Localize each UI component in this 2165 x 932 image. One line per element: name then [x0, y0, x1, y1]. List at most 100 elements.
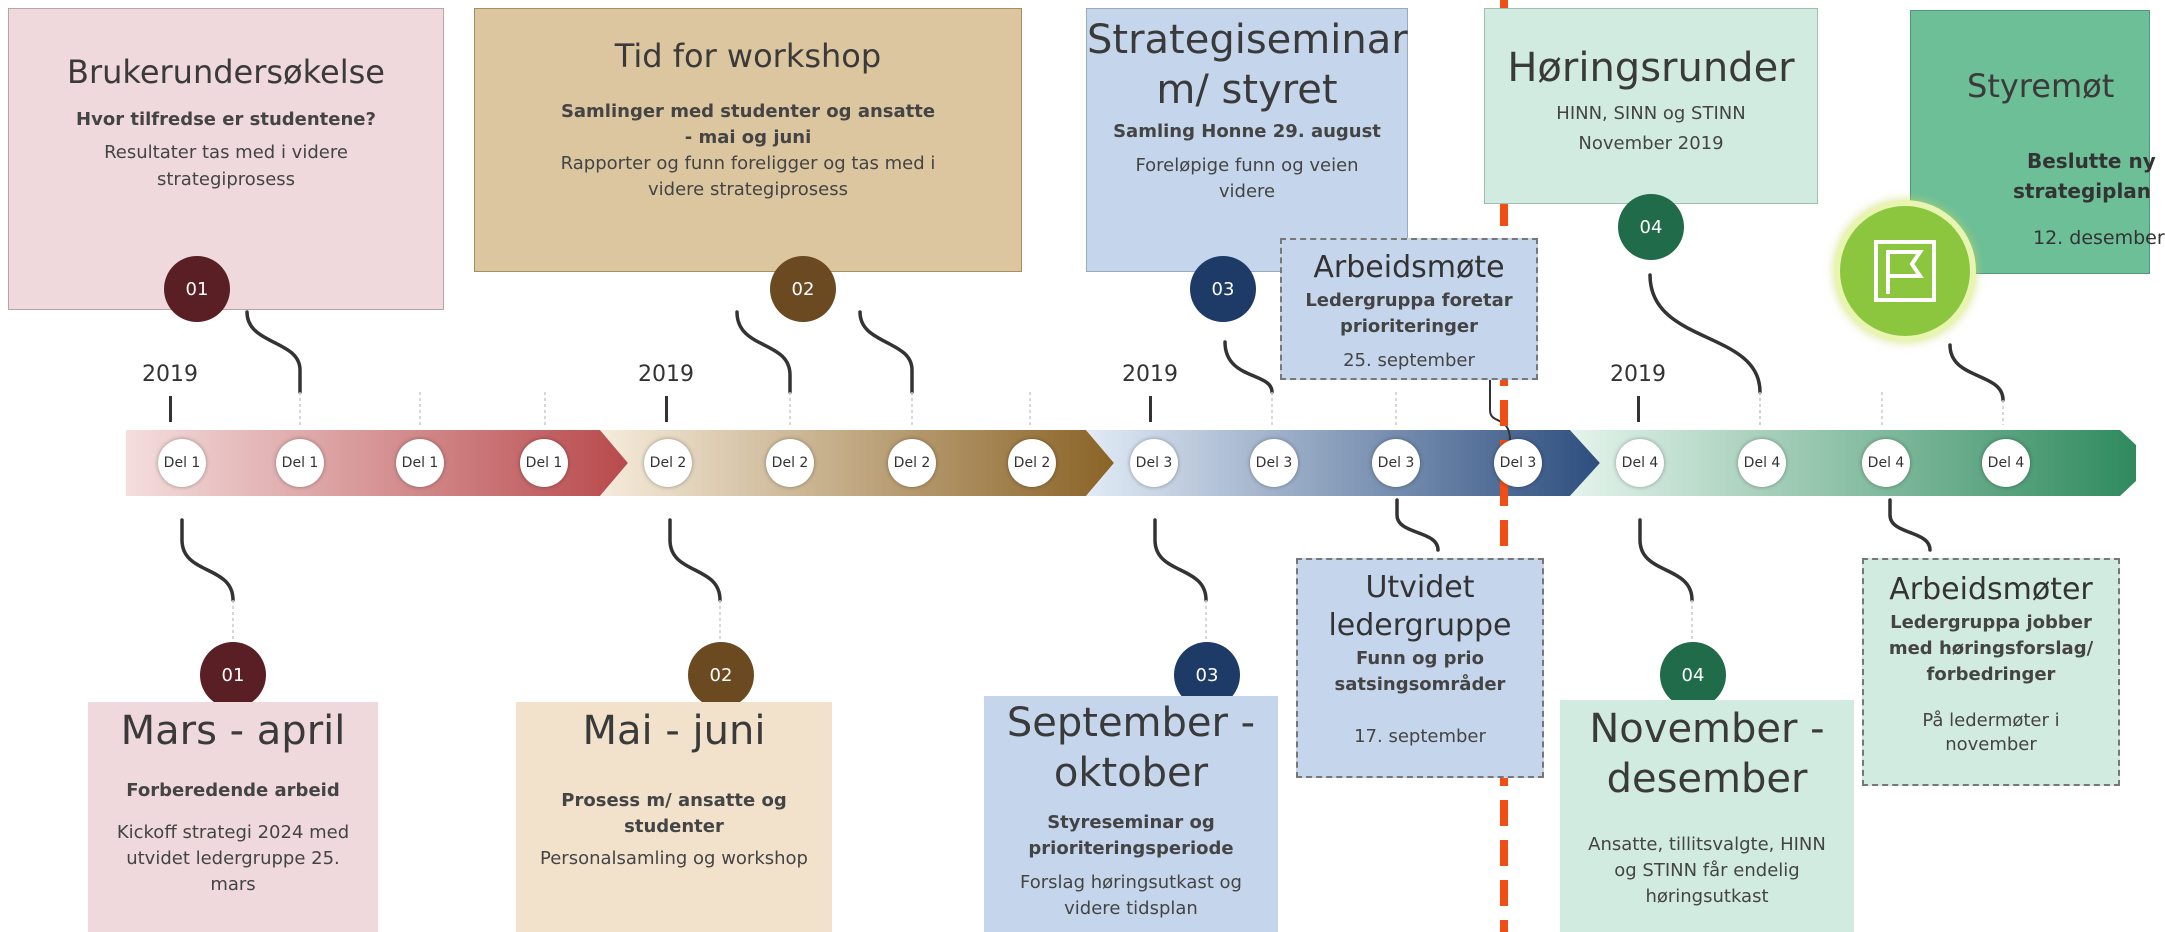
year-label: 2019	[142, 362, 198, 387]
box-arbeidsmoter: Arbeidsmøter Ledergruppa jobber med høri…	[1862, 558, 2120, 786]
phase-marker-04-bottom: 04	[1660, 642, 1726, 708]
year-tick	[665, 396, 668, 422]
timeline-pin: Del 2	[1008, 439, 1056, 487]
box-text: videre tidsplan	[1064, 898, 1198, 919]
box-bold: Beslutte ny	[2027, 149, 2156, 173]
box-text: November 2019	[1578, 133, 1724, 154]
phase-marker-02-top: 02	[770, 256, 836, 322]
box-horingsrunder: Høringsrunder HINN, SINN og STINN Novemb…	[1484, 8, 1818, 204]
box-title: oktober	[1053, 750, 1209, 796]
box-text: strategiprosess	[156, 169, 296, 190]
flag-icon	[1874, 240, 1936, 302]
box-bold: forbedringer	[1926, 664, 2056, 685]
box-text: videre	[1218, 181, 1276, 202]
box-text: videre strategiprosess	[647, 179, 849, 200]
box-title: November -	[1589, 706, 1825, 752]
timeline-pin: Del 3	[1372, 439, 1420, 487]
timeline-pin: Del 2	[766, 439, 814, 487]
box-november-desember: November - desember Ansatte, tillitsvalg…	[1560, 700, 1854, 932]
box-mars-april: Mars - april Forberedende arbeid Kickoff…	[88, 702, 378, 932]
year-label: 2019	[638, 362, 694, 387]
year-label: 2019	[1122, 362, 1178, 387]
phase-marker-01-bottom: 01	[200, 642, 266, 708]
box-bold: Samlinger med studenter og ansatte	[560, 101, 936, 122]
box-title: ledergruppe	[1328, 608, 1512, 643]
box-utvidet-ledergruppe: Utvidet ledergruppe Funn og prio satsing…	[1296, 558, 1544, 778]
box-text: utvidet ledergruppe 25.	[126, 848, 340, 869]
box-title: Mai - juni	[582, 708, 766, 754]
timeline-pin: Del 1	[276, 439, 324, 487]
timeline-pin: Del 4	[1616, 439, 1664, 487]
arrow-segment-del3	[1086, 430, 1600, 496]
phase-marker-02-bottom: 02	[688, 642, 754, 708]
arrow-segment-del2	[600, 430, 1114, 496]
box-bold: prioriteringsperiode	[1028, 838, 1234, 859]
box-brukerundersokelse: Brukerundersøkelse Hvor tilfredse er stu…	[8, 8, 444, 310]
box-bold: Hvor tilfredse er studentene?	[76, 109, 376, 130]
timeline-pin: Del 4	[1862, 439, 1910, 487]
box-text: 17. september	[1354, 726, 1486, 747]
box-text: og STINN får endelig	[1614, 860, 1800, 881]
box-text: 12. desember	[2033, 227, 2165, 249]
timeline-pin: Del 1	[158, 439, 206, 487]
box-title: Høringsrunder	[1507, 45, 1795, 91]
year-label: 2019	[1610, 362, 1666, 387]
box-text: Ansatte, tillitsvalgte, HINN	[1588, 834, 1826, 855]
box-bold: prioriteringer	[1340, 316, 1478, 337]
box-title: m/ styret	[1156, 67, 1338, 113]
box-arbeidsmote: Arbeidsmøte Ledergruppa foretar priorite…	[1280, 238, 1538, 380]
box-title: September -	[1006, 700, 1256, 746]
box-text: Foreløpige funn og veien	[1135, 155, 1359, 176]
box-title: Styremøt	[1967, 67, 2115, 105]
timeline-pin: Del 4	[1982, 439, 2030, 487]
box-bold: Ledergruppa foretar	[1305, 290, 1513, 311]
box-bold: studenter	[624, 816, 724, 837]
box-text: Forslag høringsutkast og	[1020, 872, 1242, 893]
timeline-pin: Del 3	[1494, 439, 1542, 487]
box-text: høringsutkast	[1645, 886, 1769, 907]
box-bold: Ledergruppa jobber	[1890, 612, 2092, 633]
box-title: Arbeidsmøte	[1313, 250, 1505, 285]
timeline-pin: Del 4	[1738, 439, 1786, 487]
timeline-pin: Del 3	[1250, 439, 1298, 487]
box-title: Utvidet	[1365, 570, 1475, 605]
phase-marker-03-top: 03	[1190, 256, 1256, 322]
box-text: mars	[210, 874, 256, 895]
box-bold: Forberedende arbeid	[126, 780, 340, 801]
year-tick	[169, 396, 172, 422]
box-bold: - mai og juni	[684, 127, 812, 148]
box-text: Personalsamling og workshop	[540, 848, 808, 869]
box-text: Resultater tas med i videre	[104, 142, 348, 163]
timeline-pin: Del 1	[396, 439, 444, 487]
timeline-pin: Del 1	[520, 439, 568, 487]
box-bold: satsingsområder	[1334, 674, 1506, 695]
box-text: Rapporter og funn foreligger og tas med …	[560, 153, 936, 174]
phase-marker-01-top: 01	[164, 256, 230, 322]
year-tick	[1149, 396, 1152, 422]
arrow-segment-del1	[126, 430, 628, 496]
box-text: Kickoff strategi 2024 med	[116, 822, 350, 843]
timeline-pin: Del 2	[644, 439, 692, 487]
box-title: Mars - april	[120, 708, 346, 754]
box-title: Brukerundersøkelse	[67, 53, 385, 91]
box-bold: Styreseminar og	[1047, 812, 1215, 833]
box-text: 25. september	[1343, 350, 1475, 371]
timeline-pin: Del 3	[1130, 439, 1178, 487]
box-strategiseminar: Strategiseminar m/ styret Samling Honne …	[1086, 8, 1408, 272]
box-bold: Funn og prio	[1356, 648, 1484, 669]
box-bold: Samling Honne 29. august	[1113, 121, 1381, 142]
phase-marker-04-top: 04	[1618, 194, 1684, 260]
box-text: november	[1945, 734, 2037, 755]
box-bold: med høringsforslag/	[1888, 638, 2094, 659]
box-text: HINN, SINN og STINN	[1556, 103, 1746, 124]
box-tid-for-workshop: Tid for workshop Samlinger med studenter…	[474, 8, 1022, 272]
box-title: desember	[1606, 756, 1808, 802]
box-title: Strategiseminar	[1087, 17, 1408, 63]
box-september-oktober: September - oktober Styreseminar og prio…	[984, 696, 1278, 932]
box-mai-juni: Mai - juni Prosess m/ ansatte og student…	[516, 702, 832, 932]
box-title: Arbeidsmøter	[1889, 572, 2093, 607]
box-title: Tid for workshop	[614, 37, 882, 75]
timeline-pin: Del 2	[888, 439, 936, 487]
box-bold: Prosess m/ ansatte og	[561, 790, 787, 811]
box-bold: strategiplan	[2013, 179, 2152, 203]
